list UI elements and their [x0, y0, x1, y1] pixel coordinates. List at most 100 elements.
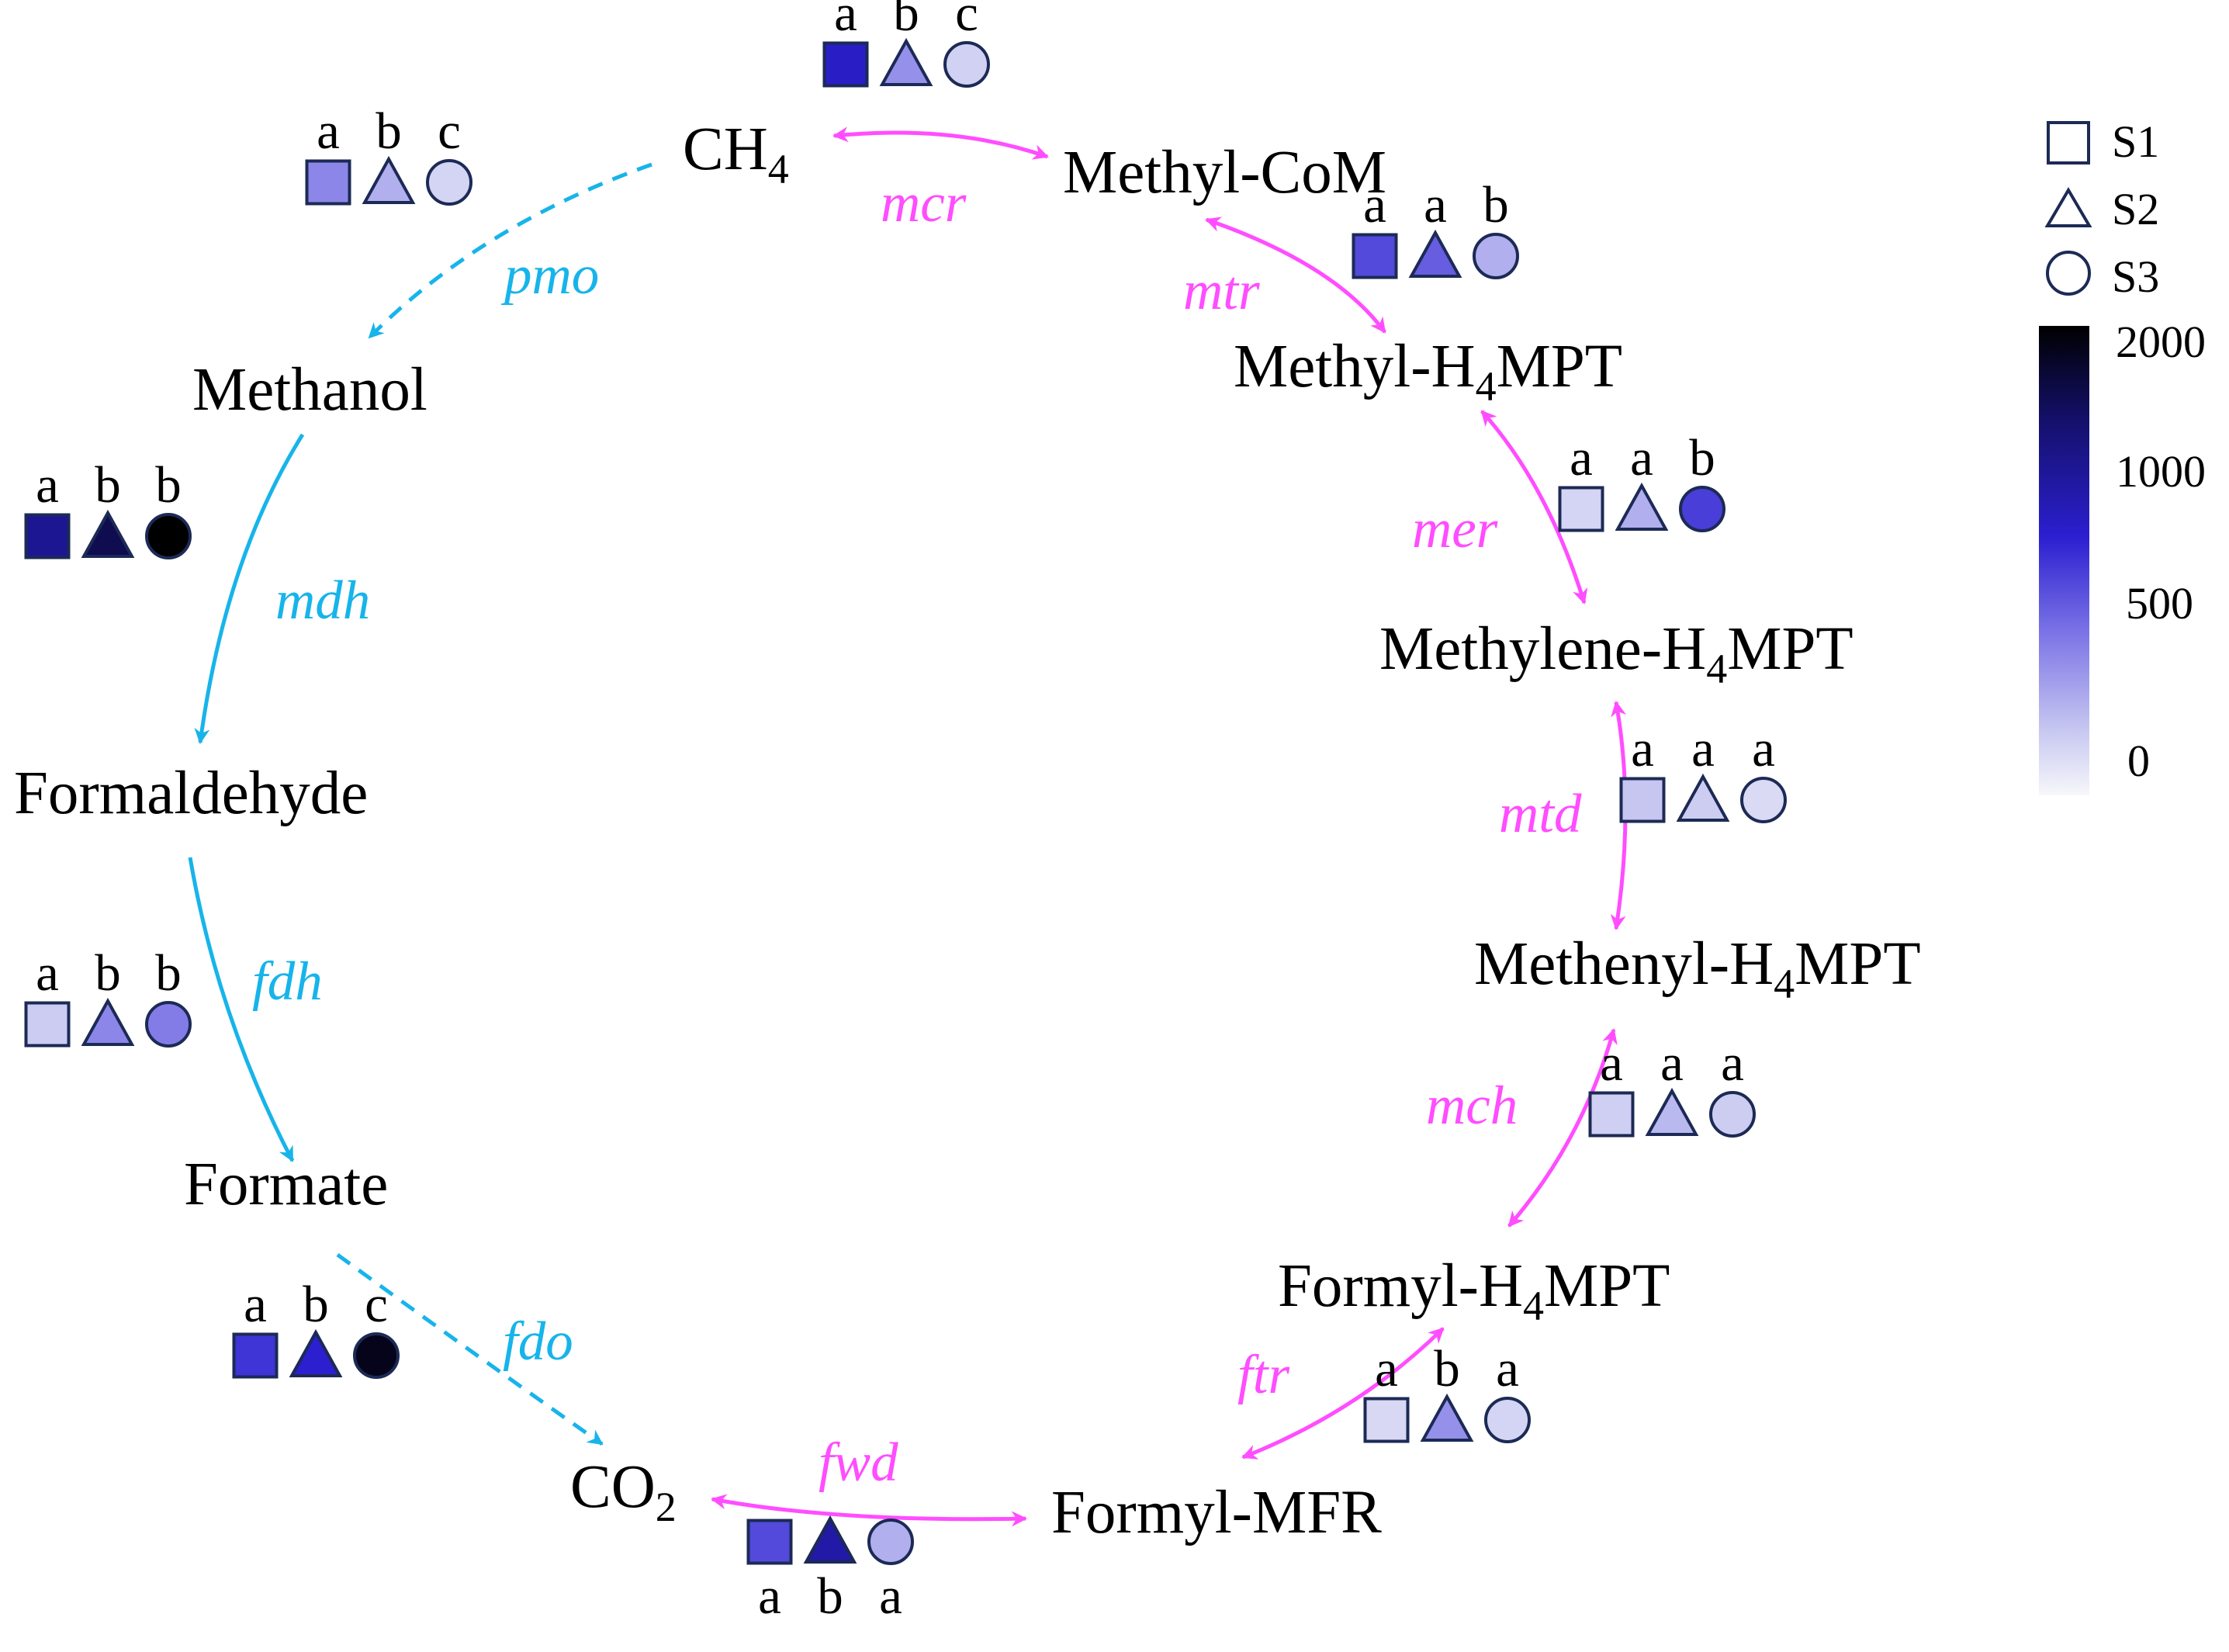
- mtd-s2-triangle-marker: [1676, 773, 1730, 822]
- mcr-s1-significance-letter: a: [834, 0, 857, 42]
- metabolites: CH4 Methyl-CoM Methyl-H4MPT Methylene-H4…: [14, 116, 1921, 1546]
- metabolite-formyl-mfr: Formyl-MFR: [1051, 1479, 1382, 1546]
- pmo-s1-square-marker: [305, 159, 351, 206]
- enzyme-ftr: ftr: [1237, 1345, 1289, 1405]
- mtr-arrow: [1205, 216, 1387, 334]
- pmo-s3-significance-letter: c: [438, 102, 461, 160]
- enzyme-mcr: mcr: [881, 173, 967, 234]
- enzyme-mtr: mtr: [1183, 261, 1260, 321]
- mtd-s3-significance-letter: a: [1752, 720, 1775, 778]
- fdo-s1-significance-letter: a: [244, 1276, 267, 1333]
- mtd-s1-square-marker: [1619, 777, 1666, 823]
- fdo-s1-square-marker: [232, 1332, 279, 1379]
- ftr-s3-circle-marker: [1484, 1397, 1531, 1443]
- mcr-s2-significance-letter: b: [893, 0, 919, 42]
- mcr-s1-square-marker: [822, 41, 869, 88]
- metabolite-methyl-com: Methyl-CoM: [1063, 139, 1386, 206]
- metabolite-formyl-h4mpt: Formyl-H4MPT: [1278, 1252, 1670, 1329]
- color-scale-bar: [2039, 326, 2089, 795]
- reaction-arrows: [188, 126, 1628, 1527]
- mtr-s2-triangle-marker: [1408, 229, 1462, 278]
- pmo-s2-triangle-marker: [362, 155, 416, 204]
- enzyme-mch: mch: [1426, 1075, 1518, 1136]
- scale-tick-1000: 1000: [2116, 446, 2206, 497]
- mch-s2-triangle-marker: [1645, 1087, 1699, 1136]
- fdo-s3-circle-marker: [353, 1332, 400, 1379]
- mer-s3-significance-letter: b: [1689, 429, 1715, 487]
- metabolite-co2: CO2: [570, 1453, 677, 1530]
- mcr-s3-circle-marker: [943, 41, 990, 88]
- metabolite-methylene-h4mpt: Methylene-H4MPT: [1379, 615, 1853, 692]
- fwd-s3-significance-letter: a: [879, 1567, 902, 1625]
- metabolite-ch4: CH4: [683, 116, 789, 192]
- fwd-arrow: [711, 1494, 1027, 1527]
- legend: S1 S2 S3 2000 1000 500 0: [2039, 116, 2206, 795]
- ftr-s1-square-marker: [1363, 1397, 1410, 1443]
- mtr-s3-circle-marker: [1473, 233, 1519, 279]
- pmo-s3-circle-marker: [426, 159, 472, 206]
- fdh-s2-triangle-marker: [81, 997, 135, 1046]
- mdh-s3-significance-letter: b: [155, 456, 182, 514]
- enzyme-fdo: fdo: [503, 1311, 573, 1372]
- mtd-s1-significance-letter: a: [1631, 720, 1654, 778]
- fdo-arrow: [336, 1252, 604, 1446]
- mcr-s2-triangle-marker: [879, 37, 933, 86]
- enzyme-fwd: fwd: [819, 1432, 898, 1493]
- mer-arrow: [1480, 410, 1588, 604]
- mdh-s3-circle-marker: [145, 513, 192, 559]
- mch-s3-significance-letter: a: [1721, 1034, 1744, 1092]
- enzyme-mdh: mdh: [275, 570, 370, 631]
- mer-s1-square-marker: [1558, 486, 1604, 532]
- mdh-s2-significance-letter: b: [95, 456, 121, 514]
- legend-label-s2: S2: [2112, 184, 2159, 234]
- enzyme-fdh: fdh: [252, 951, 323, 1012]
- mch-arrow: [1507, 1028, 1618, 1228]
- ftr-s2-triangle-marker: [1420, 1393, 1474, 1442]
- mtd-s2-significance-letter: a: [1691, 720, 1715, 778]
- mtr-s2-significance-letter: a: [1424, 176, 1447, 234]
- mch-s3-circle-marker: [1709, 1091, 1756, 1138]
- mtr-s1-significance-letter: a: [1363, 176, 1386, 234]
- fdh-s3-significance-letter: b: [155, 944, 182, 1002]
- mdh-arrow: [194, 433, 305, 744]
- enzyme-mer: mer: [1412, 499, 1498, 559]
- pmo-arrow: [368, 162, 652, 339]
- fdo-s2-triangle-marker: [289, 1328, 343, 1377]
- mdh-s1-significance-letter: a: [36, 456, 59, 514]
- mer-s2-significance-letter: a: [1630, 429, 1653, 487]
- fwd-s2-significance-letter: b: [817, 1567, 843, 1625]
- fwd-s3-circle-marker: [867, 1519, 914, 1565]
- scale-tick-0: 0: [2127, 736, 2150, 786]
- mtr-s3-significance-letter: b: [1483, 176, 1509, 234]
- ftr-s3-significance-letter: a: [1496, 1340, 1519, 1397]
- mcr-s3-significance-letter: c: [955, 0, 978, 42]
- ftr-s1-significance-letter: a: [1375, 1340, 1398, 1397]
- fdo-s2-significance-letter: b: [303, 1276, 329, 1333]
- legend-circle-icon: [2046, 251, 2091, 296]
- fwd-s1-significance-letter: a: [758, 1567, 781, 1625]
- mch-s1-square-marker: [1588, 1091, 1635, 1138]
- pmo-s2-significance-letter: b: [376, 102, 402, 160]
- fdh-s3-circle-marker: [145, 1001, 192, 1048]
- fwd-s2-triangle-marker: [803, 1515, 857, 1564]
- mtd-s3-circle-marker: [1740, 777, 1787, 823]
- mch-s1-significance-letter: a: [1600, 1034, 1623, 1092]
- metabolite-methanol: Methanol: [192, 356, 427, 424]
- legend-label-s1: S1: [2112, 116, 2159, 167]
- metabolite-methenyl-h4mpt: Methenyl-H4MPT: [1474, 930, 1921, 1007]
- metabolite-formate: Formate: [184, 1151, 388, 1218]
- legend-label-s3: S3: [2112, 251, 2159, 302]
- mer-s3-circle-marker: [1679, 486, 1725, 532]
- mtr-s1-square-marker: [1352, 233, 1398, 279]
- pmo-s1-significance-letter: a: [317, 102, 340, 160]
- ftr-arrow: [1241, 1327, 1445, 1460]
